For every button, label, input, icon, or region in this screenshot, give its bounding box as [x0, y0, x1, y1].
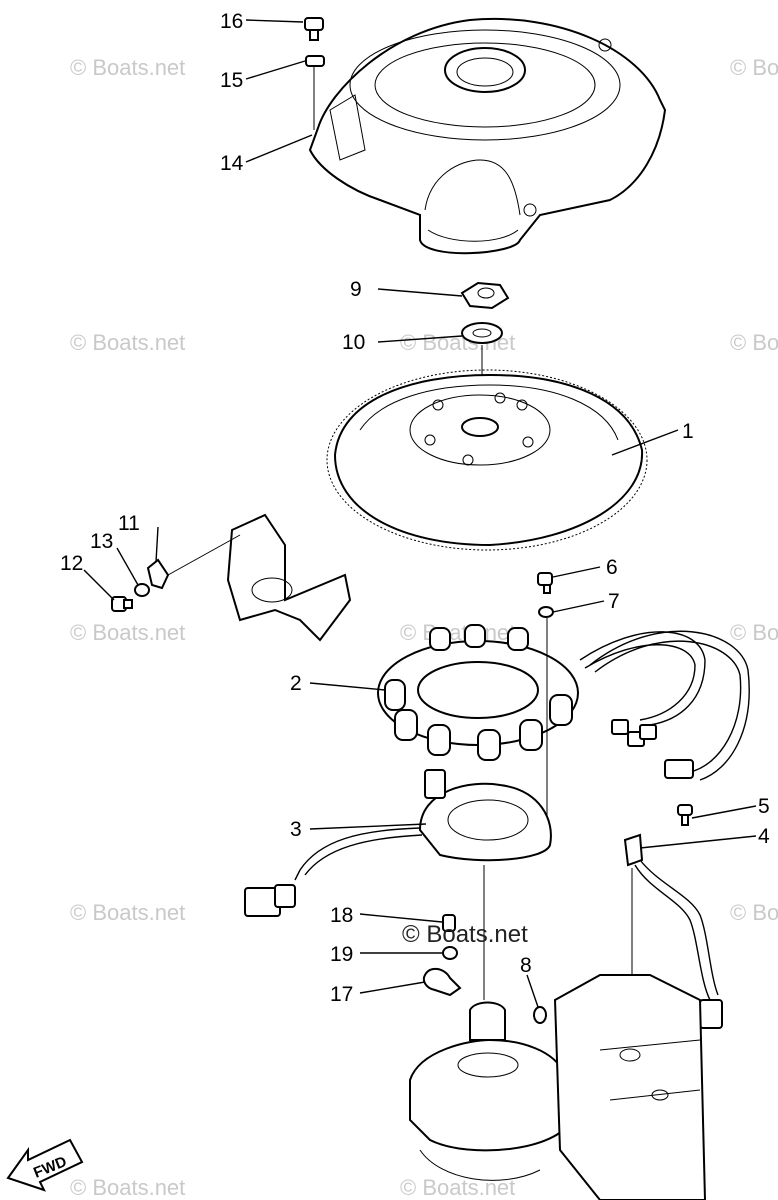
washer-19 [442, 946, 458, 960]
watermark: © Boats.net [730, 330, 778, 355]
callout-11: 11 [118, 512, 140, 535]
callout-10: 10 [342, 331, 365, 354]
grommet-15 [305, 55, 325, 67]
watermark: © Boats.net [400, 1175, 515, 1200]
washer-7 [538, 606, 554, 618]
watermark: © Boats.net [70, 1175, 185, 1200]
callout-12: 12 [60, 552, 83, 575]
watermark: © Boats.net [730, 55, 778, 80]
watermark: © Boats.net [70, 900, 185, 925]
flywheel-cover [308, 18, 667, 255]
callout-6: 6 [606, 556, 618, 579]
callout-19: 19 [330, 943, 353, 966]
nut-9 [460, 281, 510, 310]
callout-1: 1 [682, 420, 694, 443]
pulser-coil-base [244, 769, 552, 917]
screw-18 [442, 914, 456, 932]
watermark: © Boats.net [70, 330, 185, 355]
watermark: © Boats.net [70, 55, 185, 80]
center-watermark: © Boats.net [402, 921, 528, 948]
bolt-12 [111, 596, 133, 612]
screw-5 [677, 804, 693, 826]
pin-8 [533, 1006, 547, 1024]
screw-6 [537, 572, 553, 594]
leader-lines [83, 19, 757, 1008]
callout-4: 4 [758, 825, 770, 848]
callout-8: 8 [520, 954, 532, 977]
watermark: © Boats.net [70, 620, 185, 645]
callout-5: 5 [758, 795, 770, 818]
callout-14: 14 [220, 152, 244, 175]
stator [377, 624, 750, 781]
washer-10 [461, 322, 503, 344]
callout-17: 17 [330, 983, 353, 1006]
callout-2: 2 [290, 672, 302, 695]
callout-13: 13 [90, 530, 113, 553]
callouts: 1 2 3 4 5 6 7 8 9 10 11 13 12 14 15 16 1… [60, 10, 770, 1006]
callout-9: 9 [350, 278, 362, 301]
washer-13 [134, 583, 150, 597]
coil-4 [623, 833, 723, 1029]
watermark: © Boats.net [730, 620, 778, 645]
callout-16: 16 [220, 10, 243, 33]
clamp-17 [422, 967, 462, 997]
callout-18: 18 [330, 904, 353, 927]
screw-16 [304, 17, 324, 41]
callout-15: 15 [220, 69, 243, 92]
flywheel [326, 369, 648, 551]
callout-3: 3 [290, 818, 302, 841]
callout-7: 7 [608, 590, 620, 613]
crankcase [409, 974, 707, 1200]
fwd-arrow: FWD [6, 1138, 84, 1192]
watermark: © Boats.net [730, 900, 778, 925]
